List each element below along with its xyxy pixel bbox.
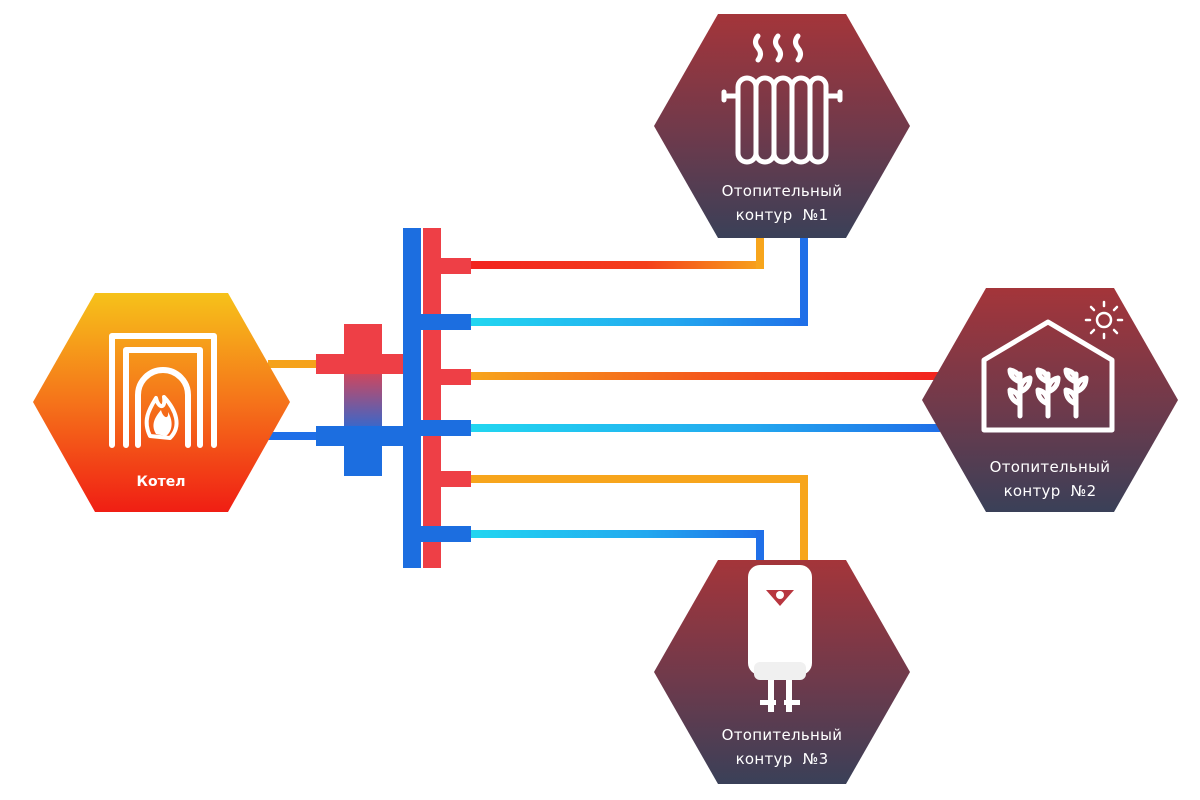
boiler-label: Котел: [137, 474, 186, 490]
circuit1-return-riser: [800, 234, 808, 326]
circuit2-label-line1: Отопительный: [990, 458, 1111, 476]
circuit3-supply-pipe: [470, 475, 808, 483]
radiator-icon: [721, 33, 843, 165]
boiler-fire-icon: [109, 333, 217, 448]
hydraulic-separator: [316, 324, 410, 476]
circuit2-supply-pipe: [470, 372, 940, 380]
circuit3-supply-riser: [800, 475, 808, 565]
boiler-node: Котел: [33, 293, 290, 512]
circuit2-node: Отопительный контур №2: [922, 288, 1178, 512]
circuit3-label-line2: контур №3: [736, 750, 829, 768]
circuit1-supply-riser: [756, 234, 764, 269]
circuit3-node: Отопительный контур №3: [654, 560, 910, 784]
circuit2-label-line2: контур №2: [1004, 482, 1097, 500]
circuit3-label-line1: Отопительный: [722, 726, 843, 744]
circuit1-label-line2: контур №1: [736, 206, 829, 224]
circuit1-return-pipe: [470, 318, 808, 326]
pipes: [268, 234, 940, 565]
circuit1-supply-pipe: [470, 261, 764, 269]
boiler-return-pipe: [268, 432, 320, 440]
sun-icon: [1084, 300, 1124, 340]
circuit2-return-pipe: [470, 424, 940, 432]
distribution-manifold: [403, 228, 471, 568]
boiler-hexagon: [33, 293, 290, 512]
boiler-flame-core: [153, 410, 172, 436]
circuit1-hexagon: [654, 14, 910, 238]
circuit3-return-riser: [756, 530, 764, 565]
water-heater-icon: [748, 565, 812, 712]
greenhouse-icon: [981, 319, 1115, 433]
boiler-supply-pipe: [268, 360, 320, 368]
circuit1-node: Отопительный контур №1: [654, 14, 910, 238]
circuit1-label-line1: Отопительный: [722, 182, 843, 200]
circuit3-return-pipe: [470, 530, 764, 538]
